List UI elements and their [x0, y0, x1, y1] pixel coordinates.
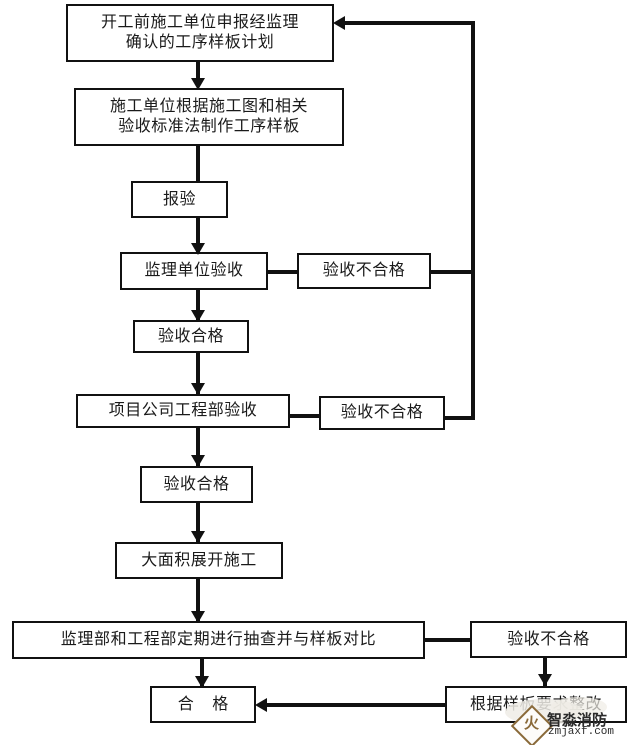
node-qualified[interactable]: 合 格	[150, 686, 256, 723]
node-supervisor-acceptance[interactable]: 监理单位验收	[120, 252, 268, 290]
arrowhead-into-declare-plan	[333, 16, 345, 30]
arrowhead-into-pass1	[191, 310, 205, 322]
edge-report-to-supervisor	[196, 217, 200, 253]
watermark-url-text: zmjaxf.com	[548, 726, 615, 738]
edge-project-dept-to-reject	[288, 414, 320, 418]
node-periodic-spot-check[interactable]: 监理部和工程部定期进行抽查并与样板对比	[12, 621, 425, 659]
node-large-scale-construction[interactable]: 大面积展开施工	[115, 542, 283, 579]
node-project-dept-reject[interactable]: 验收不合格	[319, 396, 445, 430]
edge-project-reject-to-trunk	[443, 416, 475, 420]
node-accept-pass-2[interactable]: 验收合格	[140, 466, 253, 503]
arrowhead-into-supervisor	[191, 243, 205, 255]
edge-declare-to-make-sample	[196, 62, 200, 86]
arrowhead-into-rectify	[538, 674, 552, 686]
arrowhead-into-qualified-left	[255, 698, 267, 712]
edge-rectify-to-qualified	[266, 703, 446, 707]
node-accept-pass-1[interactable]: 验收合格	[133, 320, 249, 353]
node-supervisor-reject[interactable]: 验收不合格	[297, 253, 431, 289]
arrowhead-into-pass2	[191, 455, 205, 467]
edge-feedback-trunk-vertical	[471, 21, 475, 420]
edge-make-sample-to-report	[196, 146, 200, 182]
edge-supervisor-to-reject	[266, 270, 298, 274]
edge-supervisor-reject-to-trunk	[429, 270, 475, 274]
arrowhead-into-qualified	[195, 676, 209, 688]
arrowhead-into-spot-check	[191, 611, 205, 623]
edge-spot-check-to-reject	[423, 638, 472, 642]
edge-pass2-to-construction	[196, 502, 200, 544]
node-project-dept-acceptance[interactable]: 项目公司工程部验收	[76, 394, 290, 428]
edge-feedback-to-declare-plan	[344, 21, 473, 25]
edge-project-dept-to-pass2	[196, 427, 200, 467]
edge-supervisor-to-pass1	[196, 290, 200, 322]
arrowhead-into-project-dept	[191, 383, 205, 395]
node-spot-check-reject[interactable]: 验收不合格	[470, 621, 627, 658]
node-report-inspection[interactable]: 报验	[131, 181, 228, 218]
node-rectify-per-sample[interactable]: 根据样板要求整改	[445, 686, 627, 723]
edge-construction-to-spot-check	[196, 578, 200, 624]
arrowhead-into-make-sample	[191, 78, 205, 90]
arrowhead-into-construction	[191, 531, 205, 543]
node-declare-plan[interactable]: 开工前施工单位申报经监理 确认的工序样板计划	[66, 4, 334, 62]
edge-pass1-to-project-dept	[196, 352, 200, 396]
edge-spot-check-to-qualified	[200, 658, 204, 690]
node-make-sample[interactable]: 施工单位根据施工图和相关 验收标准法制作工序样板	[74, 88, 344, 146]
edge-spot-reject-to-rectify	[543, 658, 547, 688]
